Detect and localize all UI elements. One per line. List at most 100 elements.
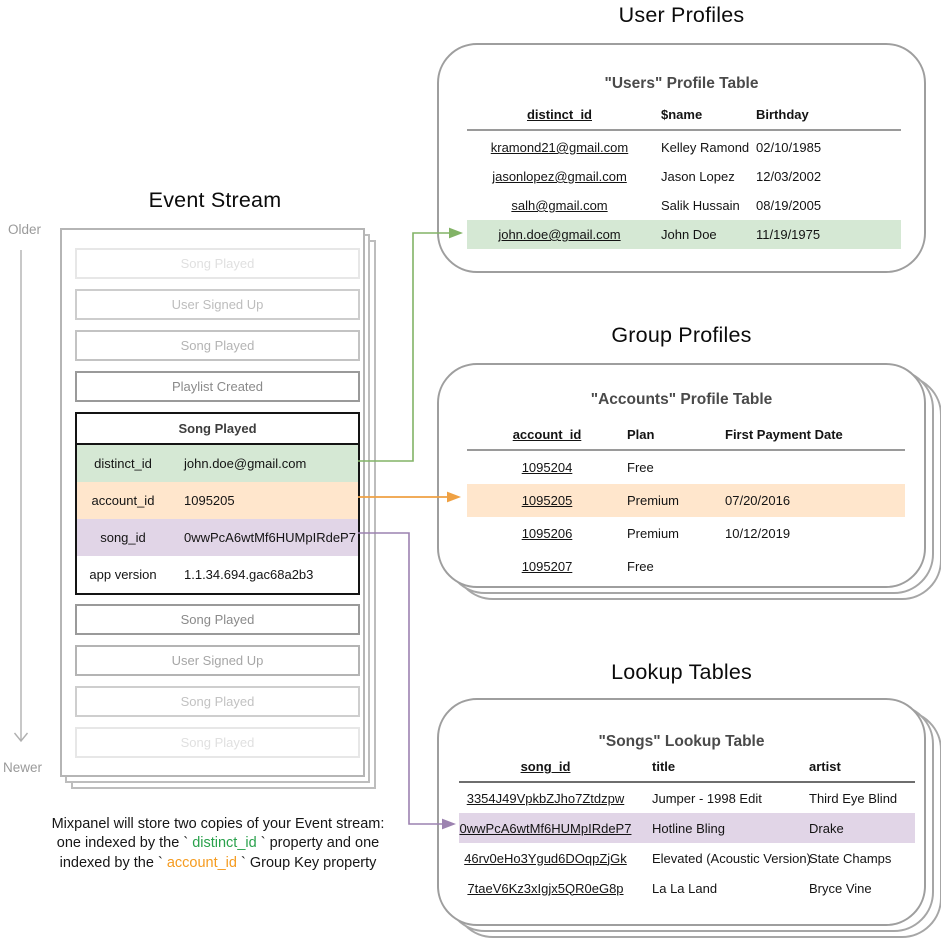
event-label: Song Played [180,338,255,353]
caption-text: account_id [166,854,237,871]
col-artist: artist [809,759,841,774]
event-property-row: app version 1.1.34.694.gac68a2b3 [77,556,358,593]
header-rule [459,781,915,783]
event-detail-table: Song Played distinct_id john.doe@gmail.c… [75,412,360,595]
cell-name: John Doe [661,227,717,242]
cell-title: La La Land [652,880,718,896]
table-row: 1095207 Free [467,550,905,583]
cell-distinct-id: john.doe@gmail.com [498,227,621,242]
table-row: 3354J49VpkbZJho7Ztdzpw Jumper - 1998 Edi… [459,783,915,813]
caption-text: distinct_id [192,835,257,851]
cell-distinct-id: kramond21@gmail.com [490,140,629,155]
table-row: 1095205 Premium 07/20/2016 [467,484,905,517]
event-property-row: account_id 1095205 [77,482,358,519]
cell-song-id: 0wwPcA6wtMf6HUMpIRdeP7 [459,820,632,836]
songs-table-rows: 3354J49VpkbZJho7Ztdzpw Jumper - 1998 Edi… [459,783,915,903]
col-title: title [652,759,676,774]
cell-distinct-id: jasonlopez@gmail.com [492,169,627,184]
cell-birthday: 08/19/2005 [756,198,822,213]
cell-name: Kelley Ramond [661,140,750,155]
property-key: app version [89,567,157,582]
cell-title: Elevated (Acoustic Version) [652,850,811,866]
event-box: Song Played [75,604,360,635]
table-row: 46rv0eHo3Ygud6DOqpZjGk Elevated (Acousti… [459,843,915,873]
cell-plan: Free [627,460,654,475]
table-row: jasonlopez@gmail.com Jason Lopez 12/03/2… [467,162,901,191]
accounts-table-header: account_id Plan First Payment Date [467,427,905,442]
event-detail-rows: distinct_id john.doe@gmail.com account_i… [77,445,358,593]
users-table-rows: kramond21@gmail.com Kelley Ramond 02/10/… [467,133,901,249]
cell-artist: Drake [809,820,844,836]
accounts-table-title: "Accounts" Profile Table [590,391,773,408]
accounts-table-rows: 1095204 Free 1095205 Premium 07/20/2016 … [467,451,905,583]
timeline-arrow-icon [13,732,29,743]
cell-plan: Premium [627,493,680,508]
event-label: Playlist Created [171,379,264,394]
cell-first-payment-date: 07/20/2016 [725,493,791,508]
property-value: john.doe@gmail.com [184,456,307,471]
table-row: 1095206 Premium 10/12/2019 [467,517,905,550]
older-label: Older [8,222,42,237]
property-value: 1.1.34.694.gac68a2b3 [184,567,314,582]
event-stream-title: Event Stream [148,188,282,212]
event-label: Song Played [180,694,255,709]
event-box: User Signed Up [75,289,360,320]
event-stream-container: Song Played User Signed Up Song Played P… [60,228,365,777]
col-first-payment-date: First Payment Date [725,427,843,442]
cell-plan: Free [627,559,654,574]
users-profile-card: "Users" Profile Table distinct_id $name … [437,43,926,273]
cell-distinct-id: salh@gmail.com [511,198,608,213]
accounts-profile-card: "Accounts" Profile Table account_id Plan… [437,363,926,588]
col-distinct-id: distinct_id [526,107,592,122]
cell-artist: Third Eye Blind [809,790,898,806]
cell-artist: Bryce Vine [809,880,872,896]
event-label: Song Played [180,256,255,271]
caption-text: ` property and one indexed by the ` [59,835,380,871]
property-value: 0wwPcA6wtMf6HUMpIRdeP7 [184,530,356,545]
event-box: Song Played [75,686,360,717]
event-property-row: song_id 0wwPcA6wtMf6HUMpIRdeP7 [77,519,358,556]
event-detail-title: Song Played [77,414,358,445]
lookup-tables-title: Lookup Tables [611,660,752,684]
events-after-group: Song Played User Signed Up Song Played S… [75,604,363,758]
cell-song-id: 3354J49VpkbZJho7Ztdzpw [466,790,625,806]
property-key: distinct_id [94,456,152,471]
cell-title: Hotline Bling [652,820,725,836]
songs-table-header: song_id title artist [459,759,915,774]
cell-account-id: 1095206 [521,526,573,541]
cell-name: Salik Hussain [661,198,740,213]
table-row: 0wwPcA6wtMf6HUMpIRdeP7 Hotline Bling Dra… [459,813,915,843]
col-song-id: song_id [520,759,571,774]
event-label: Song Played [180,612,255,627]
cell-first-payment-date: 10/12/2019 [725,526,791,541]
header-rule [467,129,901,131]
table-row: salh@gmail.com Salik Hussain 08/19/2005 [467,191,901,220]
event-box: Song Played [75,248,360,279]
users-table-header: distinct_id $name Birthday [467,107,901,122]
property-key: song_id [100,530,146,545]
cell-account-id: 1095204 [521,460,573,475]
cell-song-id: 46rv0eHo3Ygud6DOqpZjGk [464,850,627,866]
cell-account-id: 1095207 [521,559,573,574]
group-profiles-title: Group Profiles [611,323,752,347]
property-value: 1095205 [184,493,235,508]
table-row: john.doe@gmail.com John Doe 11/19/1975 [467,220,901,249]
footer-caption: Mixpanel will store two copies of your E… [38,815,398,874]
cell-song-id: 7taeV6Kz3xIgjx5QR0eG8p [467,880,624,896]
table-row: 1095204 Free [467,451,905,484]
col-birthday: Birthday [756,107,809,122]
event-box: User Signed Up [75,645,360,676]
events-before-group: Song Played User Signed Up Song Played P… [75,248,363,402]
event-label: User Signed Up [171,653,264,668]
cell-account-id: 1095205 [521,493,573,508]
cell-artist: State Champs [809,850,892,866]
event-label: Song Played [180,735,255,750]
table-row: kramond21@gmail.com Kelley Ramond 02/10/… [467,133,901,162]
col-plan: Plan [627,427,655,442]
newer-label: Newer [3,760,43,775]
event-property-row: distinct_id john.doe@gmail.com [77,445,358,482]
table-row: 7taeV6Kz3xIgjx5QR0eG8p La La Land Bryce … [459,873,915,903]
event-box: Playlist Created [75,371,360,402]
col-name: $name [661,107,703,122]
songs-lookup-card: "Songs" Lookup Table song_id title artis… [437,698,926,926]
